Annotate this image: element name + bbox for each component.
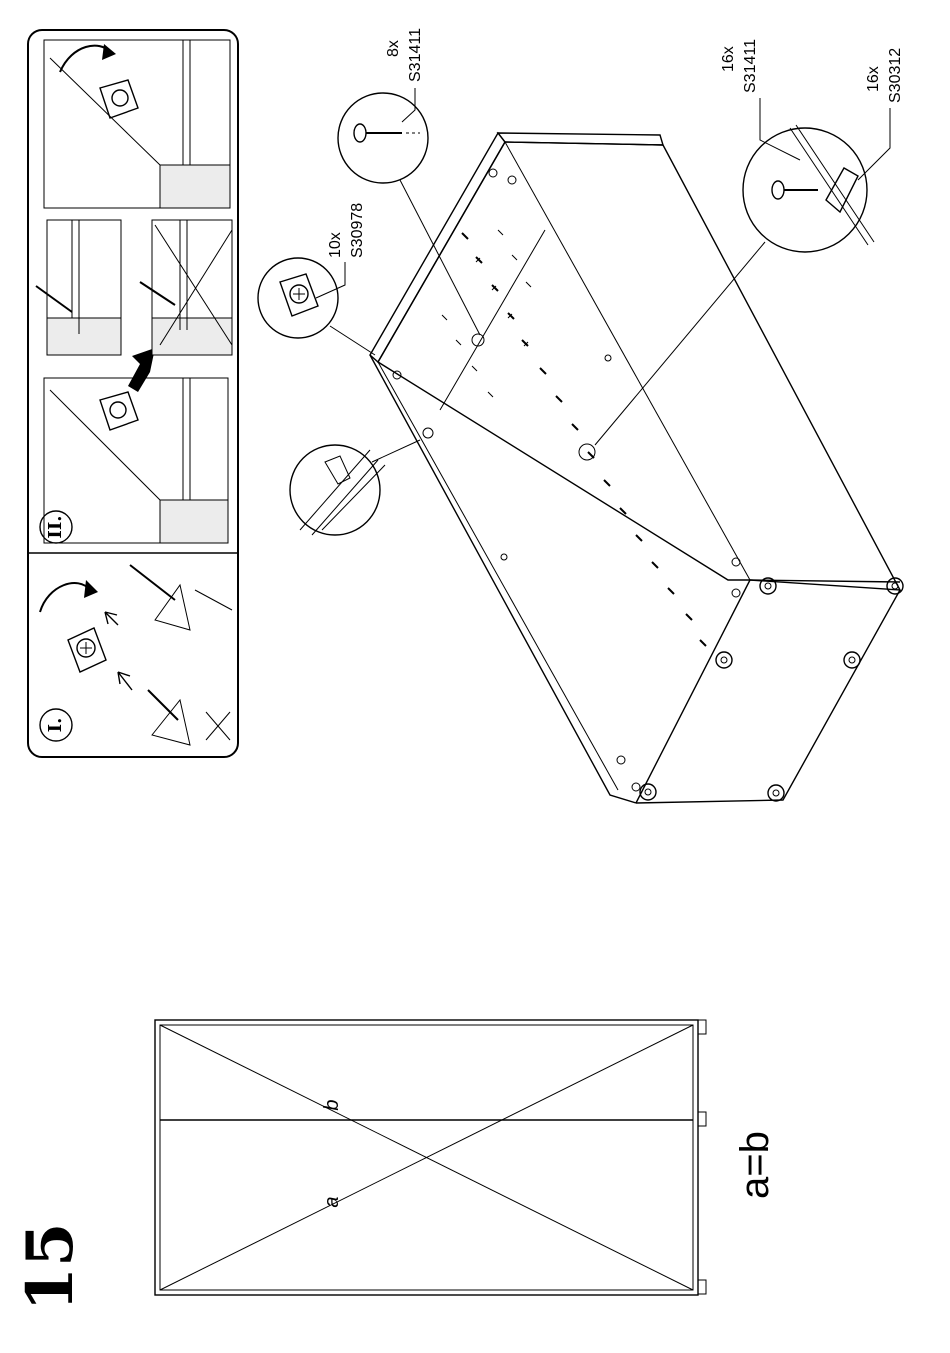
step-number: 15 <box>13 1222 88 1311</box>
section-ii-badge: II. <box>40 511 72 543</box>
rotate-arrow-icon <box>40 583 90 612</box>
diagonal-label-a: a <box>321 1196 343 1207</box>
cam-code: S30978 <box>349 203 366 258</box>
diagonal-label-b: b <box>321 1099 343 1110</box>
screw-b-code: S31411 <box>742 39 759 93</box>
section-i-drawing <box>40 565 232 745</box>
screw-b-qty: 16x <box>720 46 737 72</box>
screw-a-qty: 8x <box>385 40 402 57</box>
section-i-badge: I. <box>40 709 72 741</box>
detail-panel: I. II. <box>28 30 238 757</box>
section-ii-label: II. <box>45 515 66 538</box>
cam-qty: 10x <box>327 232 344 258</box>
callout-labels: 10x S30978 8x S31411 16x S31411 16x S303… <box>327 28 904 258</box>
screw-icon <box>140 282 175 305</box>
section-ii-drawing <box>36 40 232 543</box>
insert-arrow-icon <box>128 348 155 392</box>
screw-a-code: S31411 <box>407 28 424 82</box>
diagonal-rule: a=b <box>733 1131 777 1199</box>
screw-row <box>442 230 706 646</box>
cam-lock-icon <box>112 90 128 106</box>
bracket-qty: 16x <box>865 66 882 92</box>
cam-callout-bubble <box>258 258 338 338</box>
section-i-label: I. <box>45 718 66 733</box>
screw-icon <box>36 286 72 312</box>
bracket-code: S30312 <box>887 48 904 103</box>
cam-lock-icon <box>110 402 126 418</box>
screw-icon <box>148 690 178 720</box>
end-panel-fittings <box>640 578 903 801</box>
diagonal-check-diagram: b a a=b <box>155 1020 777 1295</box>
callout-bubbles <box>258 88 890 535</box>
cabinet-assembly <box>370 133 903 803</box>
screw-icon <box>130 565 175 600</box>
